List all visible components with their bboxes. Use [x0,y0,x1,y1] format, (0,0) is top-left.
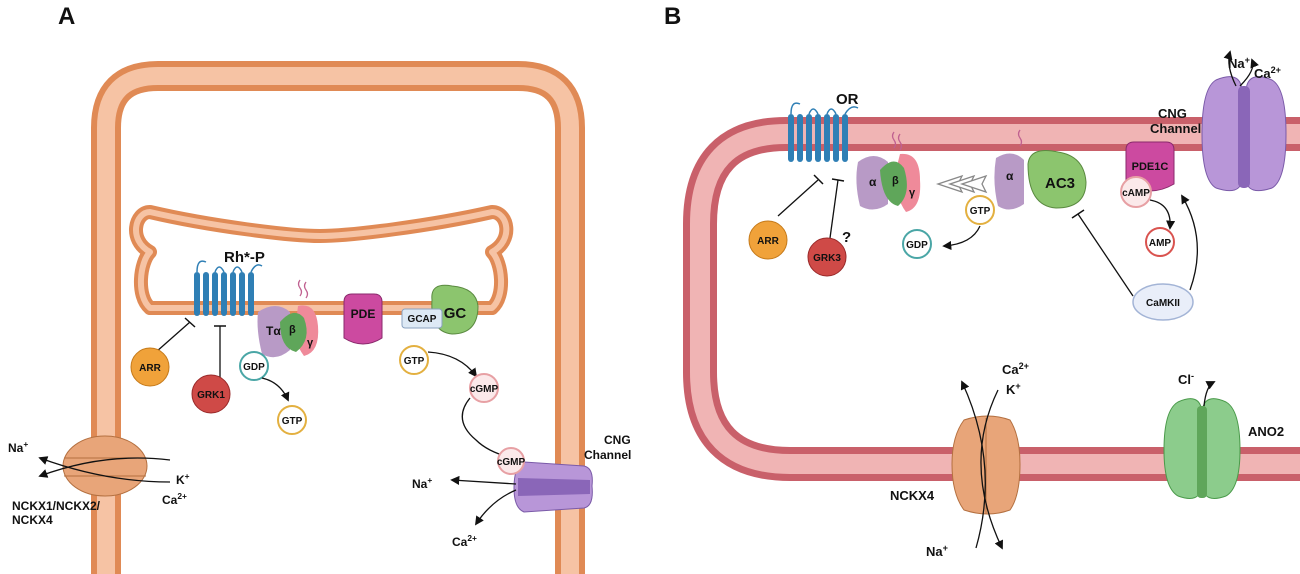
pde1c-label: PDE1C [1132,161,1169,173]
grk3-question-mark: ? [842,229,851,246]
cng-ca-b: Ca2+ [1254,65,1281,81]
pde-enzyme-a [343,293,383,345]
amp-label: AMP [1149,238,1172,249]
camp-label: cAMP [1122,188,1150,199]
panel-a: A Rh*-P ARR GRK1 [8,3,631,574]
transducin [257,279,319,358]
gdp-label-a: GDP [243,362,265,373]
arr-protein-b [748,220,788,260]
gdp-molecule-b [902,229,932,259]
arr-label-a: ARR [139,363,161,374]
beta-label-a: β [289,324,296,336]
ac3-label: AC3 [1045,175,1075,192]
arr-protein [130,347,170,387]
gtp-molecule-b [965,195,995,225]
nckx4-label: NCKX4 [890,488,935,503]
gcap-protein [401,308,443,329]
arr-inhibition-line [155,321,191,353]
cng-channel-b [1201,76,1287,192]
amp-molecule [1145,227,1175,257]
rhodopsin-receptor [194,260,263,316]
cgmp-bound-label: cGMP [497,457,526,468]
gamma-label-a: γ [307,337,314,349]
arr-label-b: ARR [757,236,779,247]
nckx4-k: K+ [1006,381,1021,397]
ano2-channel [1163,398,1241,499]
receptor-label-or: OR [836,91,859,108]
olfactory-receptor [788,102,859,162]
t-alpha-label: Tα [266,324,281,338]
nckx4-ca: Ca2+ [1002,361,1029,377]
gtp-label-a: GTP [404,356,425,367]
cng-na-b: Na+ [1228,55,1250,71]
grk3-label: GRK3 [813,253,841,264]
grk3-protein [807,237,847,277]
alpha-label-ac3: α [1006,169,1014,183]
camkii-ac3-inhibition [1077,213,1134,297]
pde-label-a: PDE [351,307,376,321]
panel-a-letter: A [58,3,75,30]
cng-label-a-line2: Channel [584,448,631,462]
grk1-label: GRK1 [197,390,225,401]
gc-label: GC [444,305,467,322]
cng-ca-a: Ca2+ [452,533,477,549]
rod-outer-membrane [91,61,585,574]
cng-na-a: Na+ [412,475,432,491]
cgmp-free-label: cGMP [470,384,499,395]
exchanger-label-line1: NCKX1/NCKX2/ [12,499,101,513]
exchanger-ca-a: Ca2+ [162,491,187,507]
nckx4-exchanger [951,415,1021,515]
gamma-label-b: γ [909,187,916,199]
gtp-label-b: GTP [970,206,991,217]
adenylyl-cyclase-3 [994,129,1087,210]
exchanger-k-a: K+ [176,471,190,487]
cilium-membrane [683,117,1300,481]
ano2-cl: Cl- [1178,371,1194,387]
beta-label-b: β [892,175,899,187]
exchanger-na-a: Na+ [8,439,28,455]
camp-molecule [1120,176,1152,208]
grk1-protein [191,374,231,414]
gtp-product-label-a: GTP [282,416,303,427]
cgmp-molecule-bound [497,447,525,475]
cng-label-b-line1: CNG [1158,106,1187,121]
cng-channel-a [513,461,593,513]
panel-b-letter: B [664,3,681,30]
cgmp-molecule-free [469,373,499,403]
receptor-label-rh: Rh*-P [224,249,265,266]
alpha-label-b: α [869,175,877,189]
activation-chevrons [935,174,988,194]
gtp-molecule-product-a [277,405,307,435]
gtp-molecule-a [399,345,429,375]
arr-inhibition-line-b [777,179,819,217]
ano2-label: ANO2 [1248,424,1284,439]
camkii-label: CaMKII [1146,298,1180,309]
cng-label-a-line1: CNG [604,433,631,447]
gdp-label-b: GDP [906,240,928,251]
gdp-molecule-a [239,351,269,381]
nckx-exchanger-a [62,435,148,497]
gcap-label: GCAP [408,314,437,325]
panel-b: B OR ARR GRK3 ? [664,3,1300,559]
grk3-inhibition-line [829,179,839,239]
cng-label-b-line2: Channel [1150,121,1201,136]
g-olf-protein [856,131,921,212]
camkii-protein [1132,283,1194,321]
nckx4-na: Na+ [926,543,948,559]
rod-disc [129,205,514,315]
gc-enzyme [431,284,479,335]
exchanger-label-line2: NCKX4 [12,513,53,527]
